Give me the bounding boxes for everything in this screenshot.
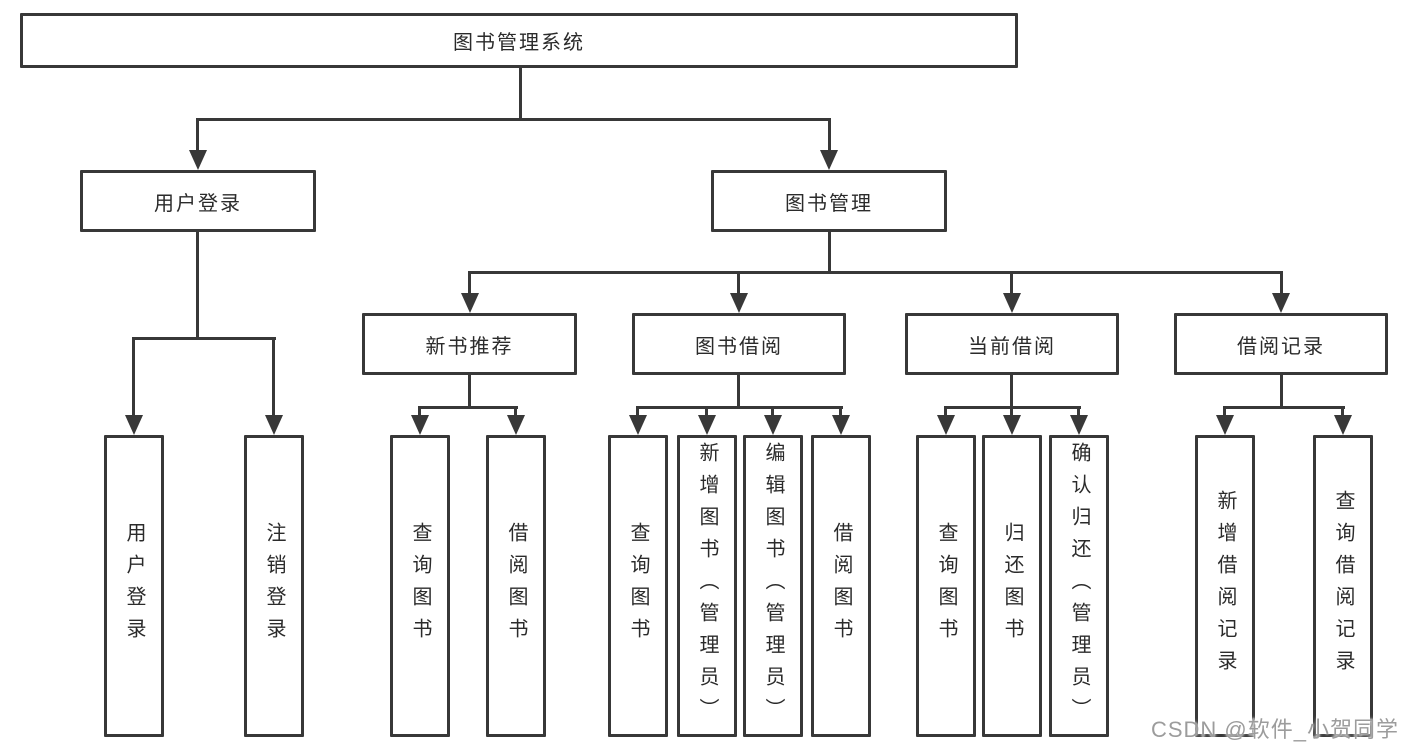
connector-bar-new-books [418,406,518,409]
node-leaf-borrow-books: 借阅图书 [811,435,871,737]
node-label: 确认归还（管理员） [1068,442,1090,730]
arrow-down-icon [411,415,429,435]
node-user-login-branch: 用户登录 [80,170,316,232]
connector-drop-new-books [468,271,471,297]
arrow-down-icon [265,415,283,435]
node-label: 归还图书 [1001,522,1023,650]
arrow-down-icon [461,293,479,313]
node-leaf-user-login: 用户登录 [104,435,164,737]
connector-stem-new-books [468,375,471,409]
node-leaf-return-books: 归还图书 [982,435,1042,737]
connector-bar-user-login-branch [132,337,276,340]
connector-stem-user-login-branch [196,232,199,340]
node-label: 用户登录 [154,192,242,215]
connector-drop-leaf [418,406,421,419]
arrow-down-icon [1003,415,1021,435]
connector-bar-borrow-records [1223,406,1345,409]
node-book-management: 图书管理 [711,170,947,232]
connector-drop-leaf [1341,406,1344,419]
node-root-library-system: 图书管理系统 [20,13,1018,68]
node-book-borrow: 图书借阅 [632,313,846,375]
connector-drop-current-borrow [1010,271,1013,297]
node-label: 编辑图书（管理员） [762,442,784,730]
node-label: 新书推荐 [425,335,514,358]
node-leaf-add-books-admin: 新增图书（管理员） [677,435,737,737]
connector-drop-leaf [839,406,842,419]
connector-drop-leaf [1223,406,1226,419]
connector-stem-book-borrow [737,375,740,409]
node-label: 查询图书 [935,522,957,650]
node-label: 查询图书 [627,522,649,650]
node-label: 图书借阅 [695,335,783,358]
node-label: 图书管理系统 [453,32,585,54]
connector-drop-user-login-branch [196,118,199,156]
node-leaf-borrow-books: 借阅图书 [486,435,546,737]
arrow-down-icon [1003,293,1021,313]
connector-drop-leaf [705,406,708,419]
connector-drop-leaf [771,406,774,419]
node-leaf-confirm-return-admin: 确认归还（管理员） [1049,435,1109,737]
arrow-down-icon [698,415,716,435]
node-label: 图书管理 [785,192,873,215]
connector-stem-current-borrow [1010,375,1013,409]
arrow-down-icon [1216,415,1234,435]
arrow-down-icon [629,415,647,435]
csdn-watermark: CSDN @软件_小贺同学 [1150,717,1399,742]
node-leaf-add-borrow-record: 新增借阅记录 [1195,435,1255,737]
connector-bar-root [196,118,831,121]
connector-drop-leaf [514,406,517,419]
connector-drop-book-borrow [737,271,740,297]
connector-drop-leaf [1077,406,1080,419]
connector-stem-root [519,67,522,118]
node-borrow-records: 借阅记录 [1174,313,1388,375]
node-new-book-recommend: 新书推荐 [362,313,577,375]
connector-drop-leaf [636,406,639,419]
connector-drop-leaf-user-login [132,337,135,418]
arrow-down-icon [730,293,748,313]
node-leaf-query-borrow-record: 查询借阅记录 [1313,435,1373,737]
connector-drop-leaf-logout [272,337,275,418]
arrow-down-icon [189,150,207,170]
connector-stem-book-management [828,232,831,274]
connector-drop-borrow-records [1280,271,1283,297]
connector-drop-leaf [1010,406,1013,419]
arrow-down-icon [937,415,955,435]
node-label: 当前借阅 [968,335,1056,358]
node-leaf-edit-books-admin: 编辑图书（管理员） [743,435,803,737]
connector-stem-borrow-records [1280,375,1283,409]
node-label: 查询借阅记录 [1332,490,1354,682]
arrow-down-icon [125,415,143,435]
node-label: 新增图书（管理员） [696,442,718,730]
node-leaf-query-books: 查询图书 [608,435,668,737]
node-label: 借阅记录 [1237,335,1325,358]
node-label: 注销登录 [263,522,285,650]
node-label: 新增借阅记录 [1214,490,1236,682]
arrow-down-icon [507,415,525,435]
connector-drop-book-management [828,118,831,156]
node-label: 借阅图书 [505,522,527,650]
arrow-down-icon [1334,415,1352,435]
arrow-down-icon [764,415,782,435]
node-current-borrow: 当前借阅 [905,313,1119,375]
node-label: 借阅图书 [830,522,852,650]
connector-bar-book-management [468,271,1283,274]
arrow-down-icon [1070,415,1088,435]
node-leaf-query-books: 查询图书 [390,435,450,737]
node-label: 查询图书 [409,522,431,650]
node-leaf-logout: 注销登录 [244,435,304,737]
node-leaf-query-books: 查询图书 [916,435,976,737]
connector-drop-leaf [944,406,947,419]
arrow-down-icon [1272,293,1290,313]
node-label: 用户登录 [123,522,145,650]
arrow-down-icon [820,150,838,170]
connector-bar-book-borrow [636,406,843,409]
arrow-down-icon [832,415,850,435]
